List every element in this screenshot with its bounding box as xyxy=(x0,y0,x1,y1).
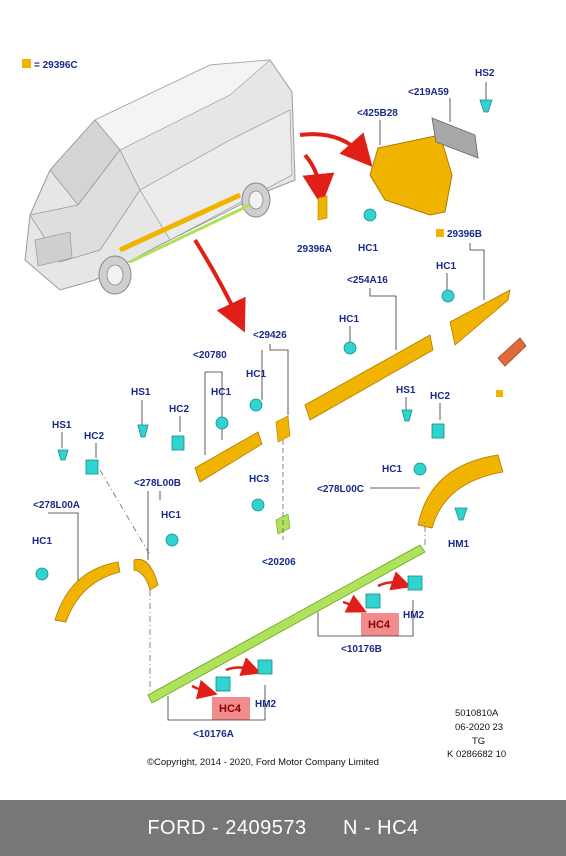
label-10176a: <10176A xyxy=(193,729,234,740)
screw-hm1 xyxy=(454,507,468,521)
long-molding-part xyxy=(304,334,434,421)
clip-hc1-g xyxy=(165,533,179,547)
label-hc4-b: HC4 xyxy=(368,619,391,631)
label-425b28: <425B28 xyxy=(357,108,398,119)
arrow-to-29396a xyxy=(302,153,335,206)
footer-spacer xyxy=(307,817,343,840)
footer-brand: FORD - 2409573 xyxy=(147,816,307,839)
label-hm2-b: HM2 xyxy=(403,610,425,621)
label-hs2: HS2 xyxy=(475,68,495,79)
clip-hc2-a xyxy=(171,435,185,451)
arrow-hc4-b-2 xyxy=(377,571,412,591)
clip-hm2-a xyxy=(257,659,273,675)
clip-hc1-d xyxy=(249,398,263,412)
rear-end-cap xyxy=(497,337,527,367)
label-hc1-d: HC1 xyxy=(246,369,266,380)
label-278l00b: <278L00B xyxy=(134,478,181,489)
bracket-part xyxy=(431,117,479,159)
label-hc1-e: HC1 xyxy=(211,387,231,398)
clip-hc4-b-a xyxy=(365,593,381,609)
clip-hc1-c xyxy=(343,341,357,355)
clip-hc1-rear xyxy=(363,208,377,222)
middle-arch-piece xyxy=(133,558,159,591)
label-hc2-b: HC2 xyxy=(84,431,104,442)
clip-hm2-b xyxy=(407,575,423,591)
label-254a16: <254A16 xyxy=(347,275,388,286)
label-278l00a: <278L00A xyxy=(33,500,80,511)
label-hc1-top: HC1 xyxy=(358,243,378,254)
clip-hc4-a-a xyxy=(215,676,231,692)
label-hs1-a: HS1 xyxy=(131,387,151,398)
screw-hs1-b xyxy=(57,449,69,461)
clip-hc2-b xyxy=(85,459,99,475)
screw-hs2 xyxy=(479,99,493,113)
clip-hc1-b xyxy=(441,289,455,303)
part-29396a xyxy=(317,195,328,221)
mid-molding-part xyxy=(194,431,263,483)
label-10176b: <10176B xyxy=(341,644,382,655)
label-hs1-b: HS1 xyxy=(52,420,72,431)
clip-hc2-c xyxy=(431,423,445,439)
meta-line1: 5010810A xyxy=(455,708,499,719)
legend-text: = 29396C xyxy=(34,60,78,71)
clip-hc1-h xyxy=(35,567,49,581)
rear-molding-part xyxy=(449,289,511,346)
label-hc4-a: HC4 xyxy=(219,703,242,715)
screw-hs1-a xyxy=(137,424,149,438)
lower-sill-molding xyxy=(147,544,426,704)
copyright-text: ©Copyright, 2014 - 2020, Ford Motor Comp… xyxy=(147,757,379,768)
rear-panel-part xyxy=(369,134,453,216)
label-hc1-f: HC1 xyxy=(382,464,402,475)
right-wheel-arch xyxy=(417,454,504,529)
parts-diagram: = 29396C HS2 <219A59 <425B28 HC1 29396A … xyxy=(22,59,527,768)
small-cap-29426 xyxy=(275,415,291,443)
swatch-29396b xyxy=(436,229,444,237)
label-219a59: <219A59 xyxy=(408,87,449,98)
arrow-hc4-a-1 xyxy=(191,679,218,700)
arrow-hc4-b-1 xyxy=(342,594,367,613)
left-wheel-arch xyxy=(54,561,121,623)
arrow-hc4-a-2 xyxy=(225,657,262,677)
label-hc2-c: HC2 xyxy=(430,391,450,402)
van-illustration xyxy=(24,59,296,295)
clip-hc3 xyxy=(251,498,265,512)
label-29396a: 29396A xyxy=(297,244,332,255)
screw-hs1-c xyxy=(401,409,413,422)
footer-part: N - HC4 xyxy=(342,816,419,839)
label-hc1-c: HC1 xyxy=(339,314,359,325)
footer-bar: FORD - 2409573 N - HC4 xyxy=(0,800,566,856)
label-278l00c: <278L00C xyxy=(317,484,364,495)
label-hm1: HM1 xyxy=(448,539,470,550)
label-29396b: 29396B xyxy=(447,229,482,240)
arrow-to-side-parts xyxy=(193,238,246,333)
meta-line3: TG xyxy=(472,736,485,747)
highlight-hc4-b xyxy=(361,613,399,636)
label-hc1-h: HC1 xyxy=(32,536,52,547)
legend-swatch xyxy=(22,59,31,68)
label-hs1-c: HS1 xyxy=(396,385,416,396)
label-hc1-b: HC1 xyxy=(436,261,456,272)
clip-hc1-e xyxy=(215,416,229,430)
label-hc3: HC3 xyxy=(249,474,269,485)
arrow-to-rear-panel xyxy=(299,132,373,168)
label-20206: <20206 xyxy=(262,557,296,568)
swatch-small xyxy=(496,390,503,397)
highlight-hc4-a xyxy=(212,697,250,720)
label-29426: <29426 xyxy=(253,330,287,341)
meta-line4: K 0286682 10 xyxy=(447,749,506,760)
label-hc2-a: HC2 xyxy=(169,404,189,415)
meta-line2: 06-2020 23 xyxy=(455,722,503,733)
clip-hc1-f xyxy=(413,462,427,476)
label-hm2-a: HM2 xyxy=(255,699,277,710)
label-20780: <20780 xyxy=(193,350,227,361)
label-hc1-g: HC1 xyxy=(161,510,181,521)
